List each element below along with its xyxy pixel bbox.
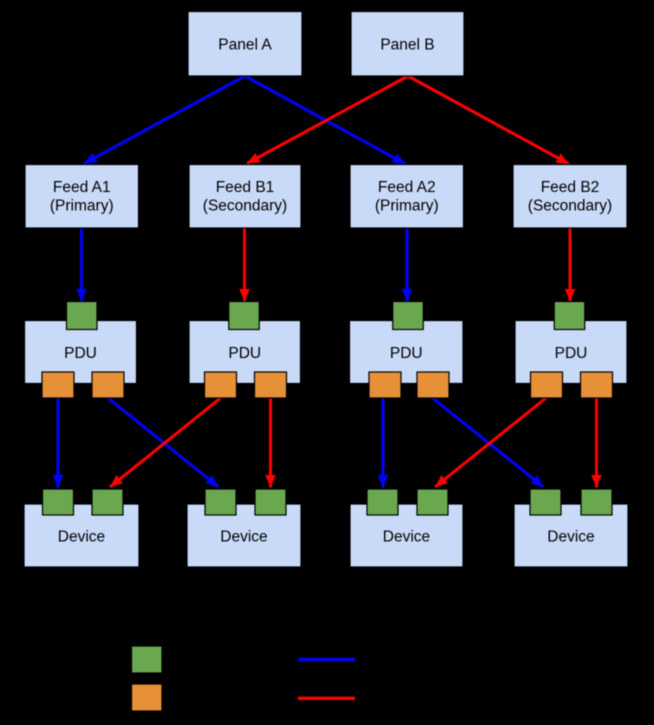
svg-text:(Primary): (Primary)	[375, 198, 439, 215]
svg-text:Panel A: Panel A	[218, 37, 272, 54]
svg-text:(Secondary): (Secondary)	[528, 198, 612, 215]
svg-text:PDU: PDU	[228, 345, 261, 362]
svg-text:Device: Device	[58, 529, 105, 546]
svg-text:Feed B1: Feed B1	[216, 179, 275, 196]
svg-text:PDU: PDU	[555, 345, 588, 362]
svg-text:Feed A1: Feed A1	[53, 179, 111, 196]
svg-text:Device: Device	[220, 529, 267, 546]
svg-text:Device: Device	[547, 529, 594, 546]
svg-text:Feed A2: Feed A2	[378, 179, 436, 196]
svg-text:Device: Device	[383, 529, 430, 546]
svg-text:PDU: PDU	[390, 345, 423, 362]
svg-text:Feed B2: Feed B2	[541, 179, 600, 196]
svg-text:Panel B: Panel B	[380, 37, 434, 54]
svg-text:(Secondary): (Secondary)	[203, 198, 287, 215]
svg-text:PDU: PDU	[64, 345, 97, 362]
svg-text:(Primary): (Primary)	[50, 198, 114, 215]
